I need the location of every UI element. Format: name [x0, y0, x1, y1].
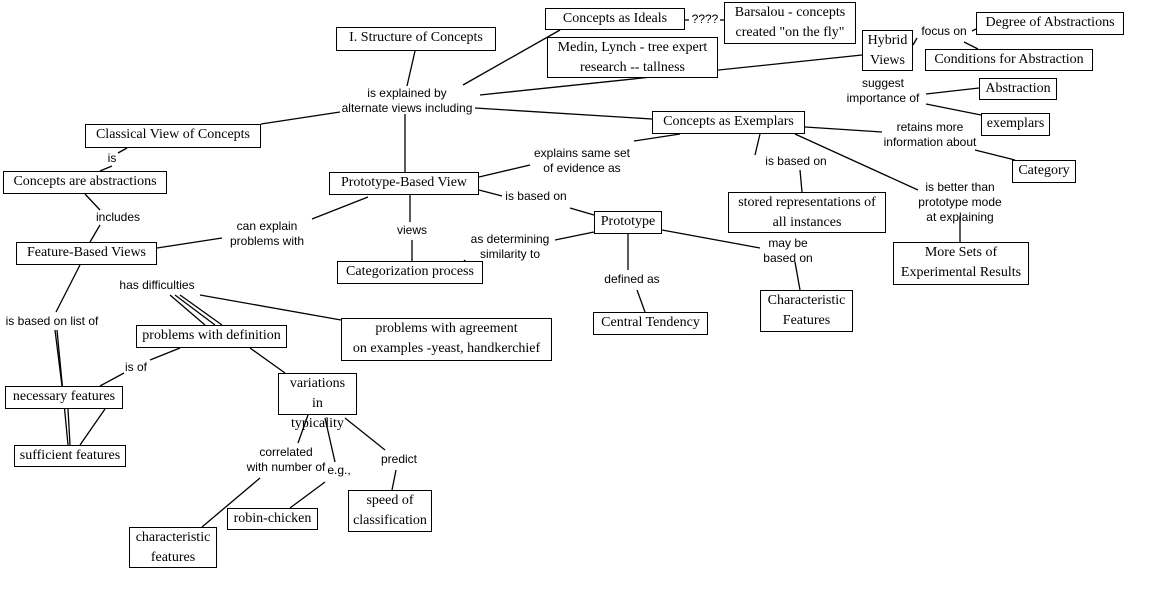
- link-label-q: ????: [691, 12, 719, 26]
- connector-line: [199, 294, 342, 321]
- link-label-includes: includes: [95, 210, 141, 224]
- connector-line: [344, 417, 386, 451]
- link-label-explained: is explained by alternate views includin…: [341, 86, 473, 115]
- link-label-correlated: correlated with number of: [246, 445, 326, 474]
- link-label-determining: as determining similarity to: [470, 232, 550, 261]
- concept-node-abstractions[interactable]: Concepts are abstractions: [3, 171, 167, 194]
- concept-node-feature[interactable]: Feature-Based Views: [16, 242, 157, 265]
- link-label-better: is better than prototype mode at explain…: [918, 180, 1002, 224]
- connector-line: [974, 149, 1016, 161]
- concept-node-prototype[interactable]: Prototype: [594, 211, 662, 234]
- connector-line: [289, 481, 326, 509]
- link-label-maybe: may be based on: [763, 236, 813, 265]
- concept-node-probdef[interactable]: problems with definition: [136, 325, 287, 348]
- connector-line: [84, 193, 101, 211]
- concept-node-protoview[interactable]: Prototype-Based View: [329, 172, 479, 195]
- connector-line: [260, 111, 341, 125]
- concept-node-medin[interactable]: Medin, Lynch - tree expert research -- t…: [547, 37, 718, 78]
- concept-node-barsalou[interactable]: Barsalou - concepts created "on the fly": [724, 2, 856, 44]
- connector-line: [569, 207, 595, 216]
- link-label-defined: defined as: [604, 272, 660, 286]
- link-label-isof: is of: [124, 360, 147, 374]
- concept-node-moresets[interactable]: More Sets of Experimental Results: [893, 242, 1029, 285]
- link-label-predict: predict: [380, 452, 418, 466]
- connector-line: [554, 231, 595, 241]
- concept-node-central[interactable]: Central Tendency: [593, 312, 708, 335]
- link-label-is: is: [107, 151, 117, 165]
- connector-line: [169, 294, 206, 326]
- link-label-views: views: [396, 223, 427, 237]
- connector-line: [55, 264, 81, 313]
- connector-line: [636, 289, 646, 313]
- concept-node-category[interactable]: Category: [1012, 160, 1076, 183]
- connector-line: [79, 408, 106, 446]
- concept-node-classical[interactable]: Classical View of Concepts: [85, 124, 261, 148]
- connector-line: [963, 41, 979, 50]
- connector-line: [249, 347, 286, 374]
- connector-line: [462, 29, 561, 86]
- connector-line: [799, 169, 803, 193]
- connector-line: [311, 196, 369, 220]
- connector-line: [67, 408, 71, 446]
- link-label-suggest: suggest importance of: [846, 76, 920, 105]
- link-label-difficulties: has difficulties: [119, 278, 195, 292]
- connector-line: [971, 28, 977, 32]
- link-label-canexplain: can explain problems with: [229, 219, 305, 248]
- connector-line: [297, 414, 309, 444]
- concept-node-conditions[interactable]: Conditions for Abstraction: [925, 49, 1093, 71]
- connector-line: [925, 87, 980, 95]
- link-label-explains: explains same set of evidence as: [533, 146, 631, 175]
- connector-line: [912, 37, 918, 46]
- connector-line: [149, 347, 181, 361]
- link-label-eg: e.g.,: [327, 463, 351, 477]
- connector-line: [478, 189, 503, 197]
- link-label-basedon2: is based on: [505, 189, 567, 203]
- link-label-listof: is based on list of: [5, 314, 99, 328]
- concept-node-sufficient[interactable]: sufficient features: [14, 445, 126, 467]
- concept-node-speed[interactable]: speed of classification: [348, 490, 432, 532]
- concept-node-categorization[interactable]: Categorization process: [337, 261, 483, 284]
- connector-line: [99, 372, 125, 387]
- connector-line: [201, 477, 261, 528]
- concept-node-necessary[interactable]: necessary features: [5, 386, 123, 409]
- concept-node-variations[interactable]: variations in typicality: [278, 373, 357, 431]
- connector-line: [406, 50, 416, 87]
- concept-node-structure[interactable]: I. Structure of Concepts: [336, 27, 496, 51]
- connector-line: [633, 133, 681, 142]
- connector-line: [794, 261, 801, 291]
- connector-line: [474, 107, 653, 120]
- concept-node-ideals[interactable]: Concepts as Ideals: [545, 8, 685, 30]
- concept-node-probagree[interactable]: problems with agreement on examples -yea…: [341, 318, 552, 361]
- concept-node-robin[interactable]: robin-chicken: [227, 508, 318, 530]
- connector-line: [478, 164, 531, 178]
- concept-node-stored[interactable]: stored representations of all instances: [728, 192, 886, 233]
- connector-line: [324, 417, 336, 463]
- connector-line: [794, 133, 919, 191]
- connector-line: [156, 237, 223, 249]
- connector-line: [99, 165, 113, 172]
- connector-line: [179, 294, 223, 326]
- concept-node-asexemplars[interactable]: Concepts as Exemplars: [652, 111, 805, 134]
- connector-line: [391, 469, 397, 491]
- concept-node-charfeat[interactable]: Characteristic Features: [760, 290, 853, 332]
- concept-node-hybrid[interactable]: Hybrid Views: [862, 30, 913, 71]
- concept-node-abstraction[interactable]: Abstraction: [979, 78, 1057, 100]
- connector-line: [754, 133, 761, 156]
- connector-line: [661, 229, 761, 249]
- connector-line: [925, 103, 982, 116]
- link-label-focus: focus on: [921, 24, 967, 38]
- link-label-basedon1: is based on: [765, 154, 827, 168]
- concept-node-degree[interactable]: Degree of Abstractions: [976, 12, 1124, 35]
- connector-line: [174, 294, 216, 326]
- connector-line: [89, 224, 101, 243]
- connector-line: [117, 147, 128, 154]
- connector-line: [804, 126, 883, 133]
- concept-node-exemplars[interactable]: exemplars: [981, 113, 1050, 136]
- concept-node-charfeat2[interactable]: characteristic features: [129, 527, 217, 568]
- link-label-retains: retains more information about: [883, 120, 977, 149]
